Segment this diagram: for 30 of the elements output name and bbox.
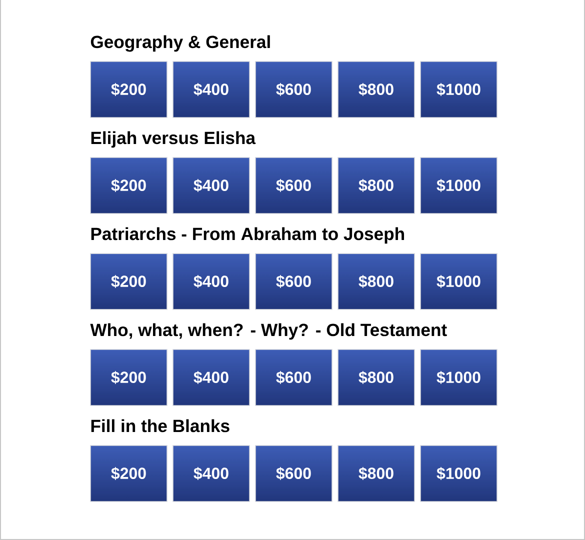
category-heading: Who, what, when? - Why? - Old Testament bbox=[90, 323, 447, 340]
value-tile: $800 bbox=[338, 445, 415, 502]
value-tile: $400 bbox=[172, 445, 250, 502]
value-tile: $600 bbox=[255, 61, 332, 118]
value-tile: $1000 bbox=[420, 61, 498, 118]
value-tile: $400 bbox=[172, 157, 250, 214]
value-tile: $800 bbox=[338, 157, 415, 214]
value-tile: $1000 bbox=[420, 445, 498, 502]
value-tile: $600 bbox=[255, 253, 332, 310]
value-tile: $800 bbox=[338, 253, 415, 310]
value-tile: $200 bbox=[90, 445, 168, 502]
value-tile: $1000 bbox=[420, 253, 498, 310]
value-tile: $400 bbox=[172, 61, 250, 118]
value-tile: $1000 bbox=[420, 349, 498, 406]
category-heading: Patriarchs - From Abraham to Joseph bbox=[91, 227, 404, 244]
category-heading: Elijah versus Elisha bbox=[91, 131, 256, 148]
value-tile: $600 bbox=[255, 157, 332, 214]
category-heading: Fill in the Blanks bbox=[91, 419, 230, 432]
value-tile: $200 bbox=[90, 157, 168, 214]
value-tile: $400 bbox=[172, 253, 250, 310]
category-heading: Geography & General bbox=[90, 35, 270, 52]
value-tile: $200 bbox=[90, 253, 168, 310]
value-tile: $800 bbox=[338, 61, 415, 118]
value-tile: $600 bbox=[255, 349, 332, 406]
value-tile: $800 bbox=[338, 349, 415, 406]
value-tile: $600 bbox=[255, 445, 332, 502]
value-tile: $200 bbox=[90, 349, 168, 406]
value-tile: $1000 bbox=[420, 157, 498, 214]
value-tile: $200 bbox=[90, 61, 168, 118]
value-tile: $400 bbox=[172, 349, 250, 406]
